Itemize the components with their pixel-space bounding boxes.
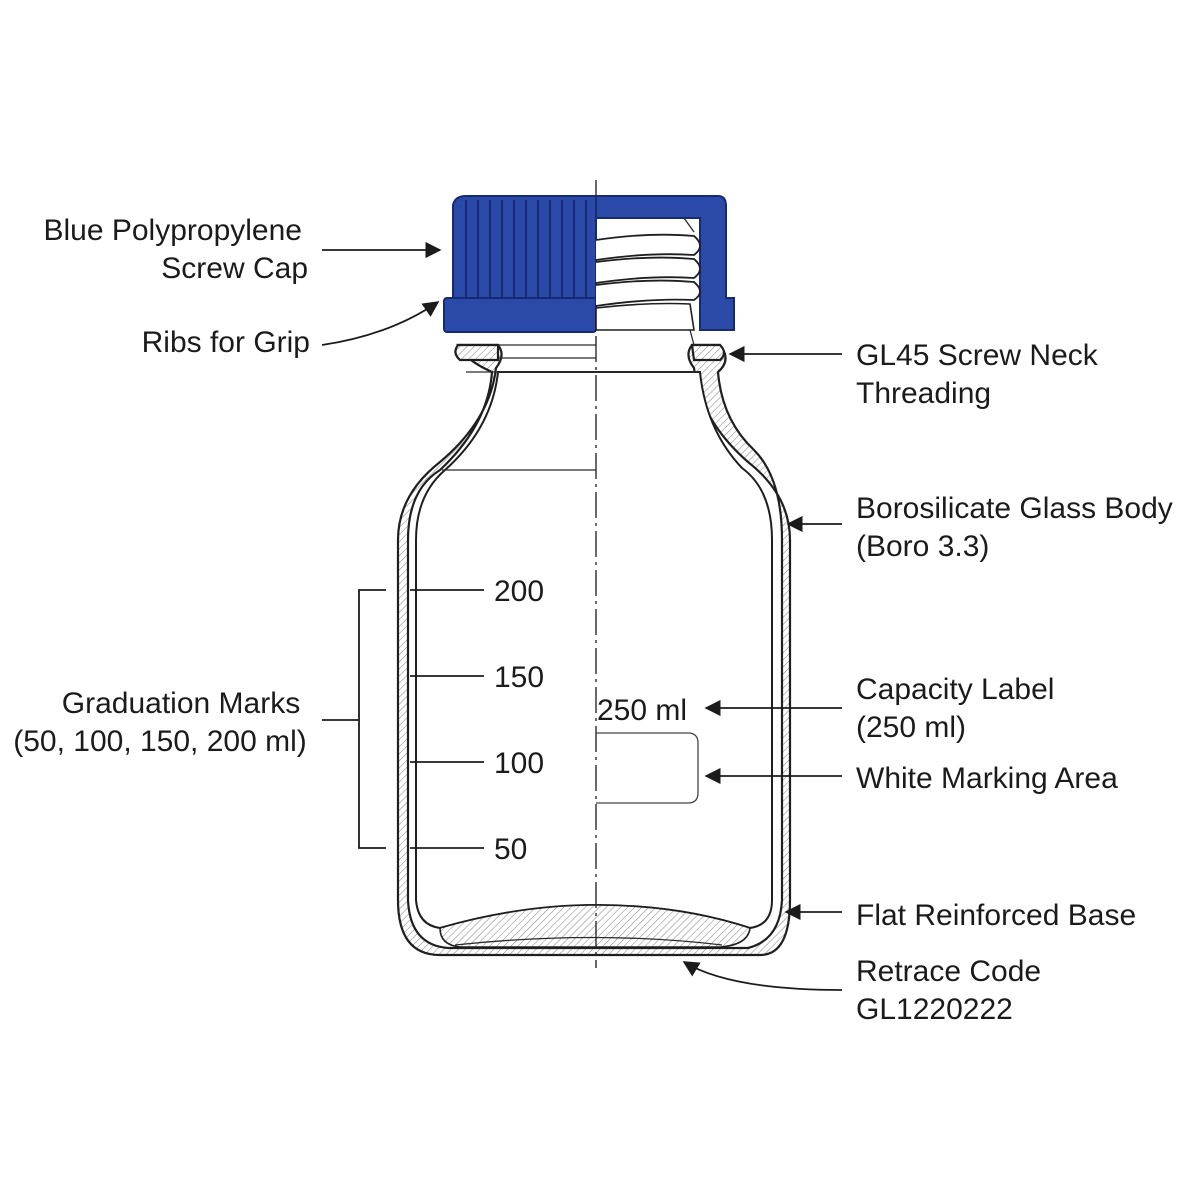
svg-text:GL1220222: GL1220222 <box>856 993 1013 1026</box>
neck-threads <box>595 217 701 346</box>
svg-text:Threading: Threading <box>856 377 991 410</box>
graduation-scale: 200 150 100 50 <box>410 575 544 866</box>
callout-capacity: Capacity Label (250 ml) <box>704 673 1054 744</box>
svg-text:Graduation Marks: Graduation Marks <box>62 687 300 720</box>
svg-text:Borosilicate Glass Body: Borosilicate Glass Body <box>856 492 1173 525</box>
mark-50: 50 <box>494 833 527 866</box>
svg-text:Screw Cap: Screw Cap <box>161 252 308 285</box>
callout-graduations: Graduation Marks (50, 100, 150, 200 ml) <box>13 589 386 849</box>
callout-neck: GL45 Screw Neck Threading <box>728 339 1099 410</box>
screw-cap <box>443 195 735 346</box>
svg-text:White Marking Area: White Marking Area <box>856 762 1118 795</box>
mark-200: 200 <box>494 575 544 608</box>
svg-text:GL45 Screw Neck: GL45 Screw Neck <box>856 339 1099 372</box>
svg-text:Blue Polypropylene: Blue Polypropylene <box>43 214 302 247</box>
cap-ribs <box>465 200 587 298</box>
marking-area <box>596 732 699 804</box>
callout-body: Borosilicate Glass Body (Boro 3.3) <box>786 492 1173 563</box>
svg-text:(250 ml): (250 ml) <box>856 711 966 744</box>
svg-text:Capacity Label: Capacity Label <box>856 673 1054 706</box>
callout-retrace: Retrace Code GL1220222 <box>682 955 1041 1026</box>
svg-text:(Boro 3.3): (Boro 3.3) <box>856 530 989 563</box>
callout-cap: Blue Polypropylene Screw Cap <box>43 214 442 285</box>
svg-text:Flat Reinforced Base: Flat Reinforced Base <box>856 899 1136 932</box>
mark-150: 150 <box>494 661 544 694</box>
callout-marking: White Marking Area <box>704 762 1118 795</box>
capacity-text: 250 ml <box>597 694 687 727</box>
svg-text:Retrace Code: Retrace Code <box>856 955 1041 988</box>
svg-text:Ribs for Grip: Ribs for Grip <box>142 326 310 359</box>
callout-ribs: Ribs for Grip <box>142 301 440 359</box>
svg-text:(50, 100, 150, 200 ml): (50, 100, 150, 200 ml) <box>13 725 307 758</box>
glass-body <box>396 343 792 957</box>
callout-base: Flat Reinforced Base <box>784 899 1136 932</box>
mark-100: 100 <box>494 747 544 780</box>
